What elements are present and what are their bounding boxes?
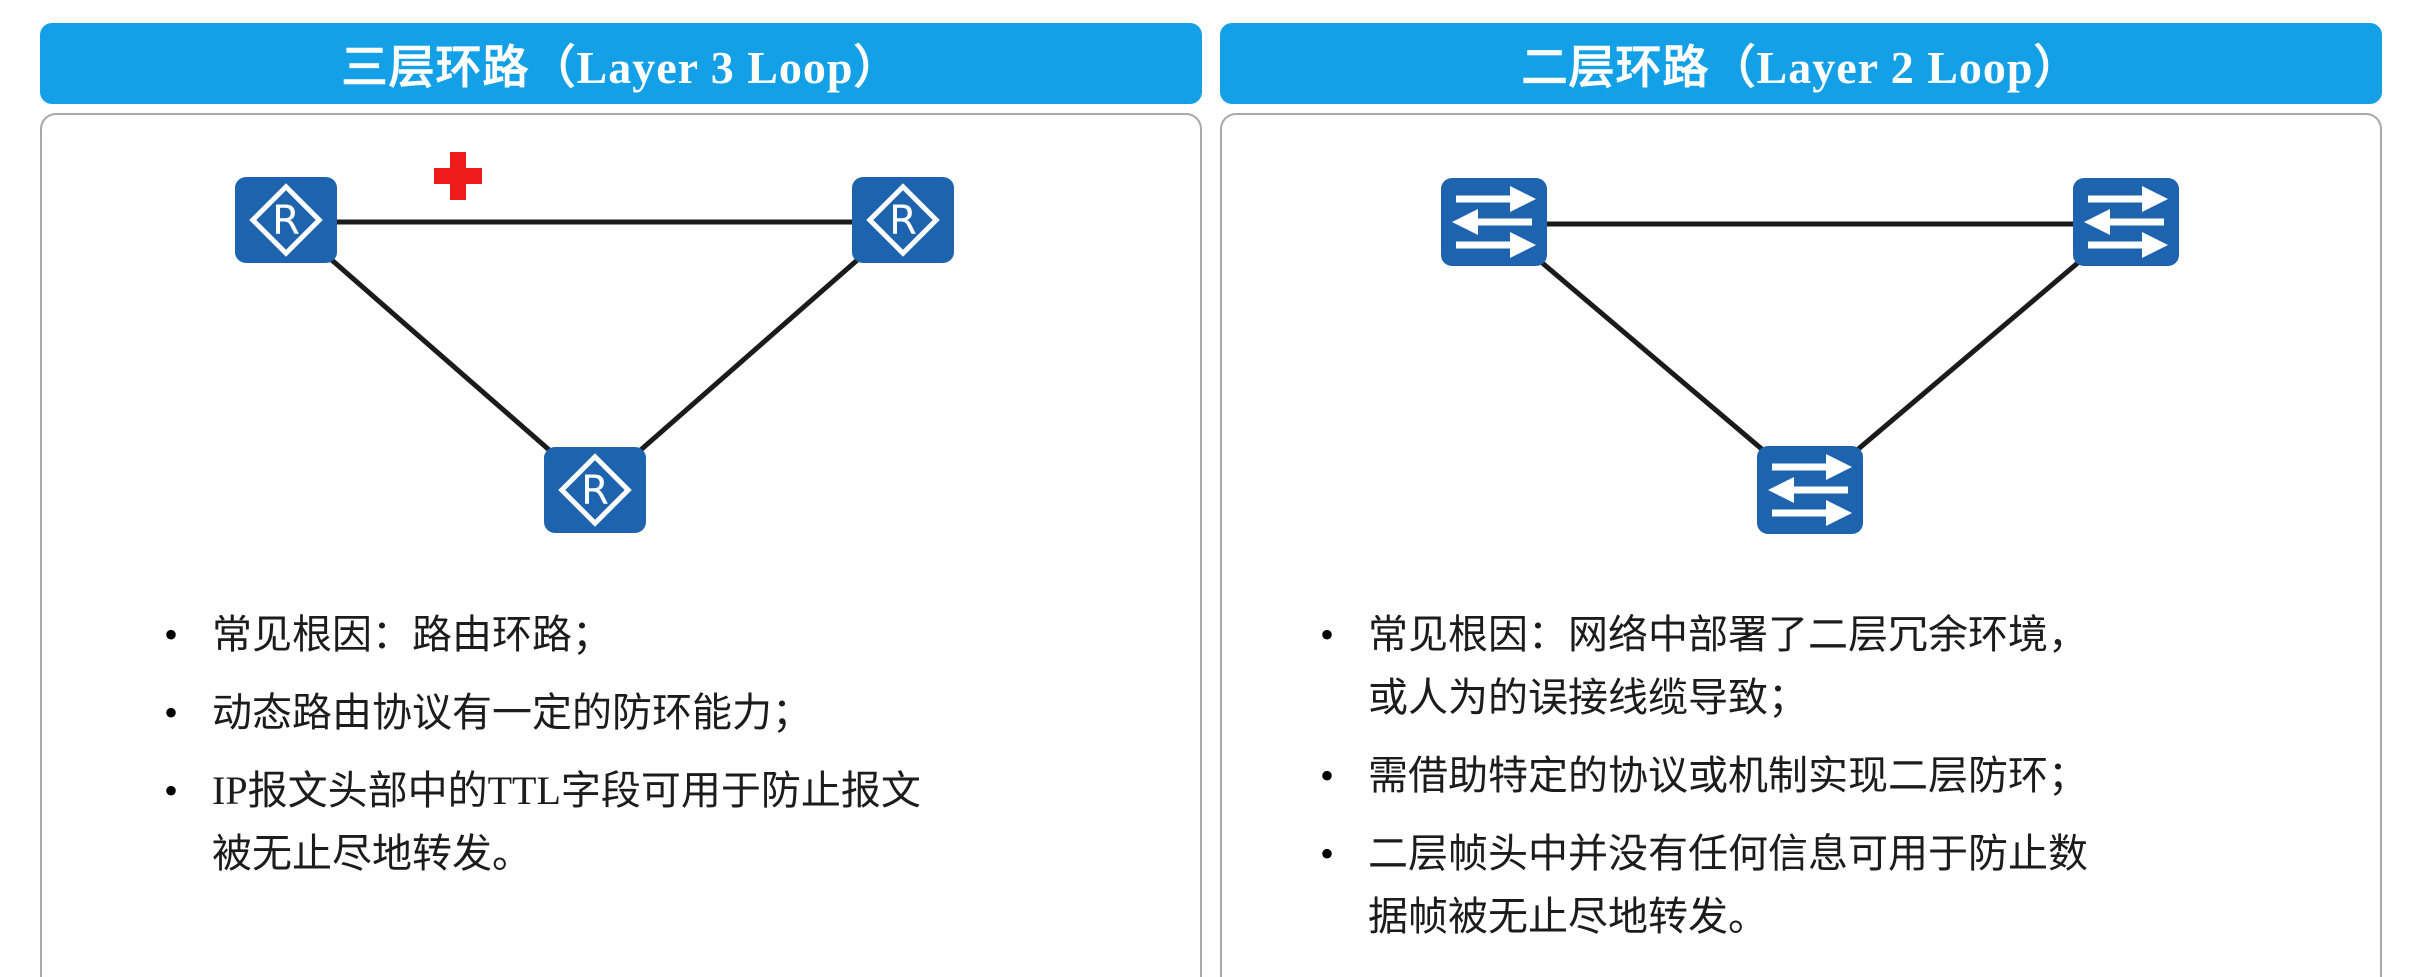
network-link	[284, 218, 597, 492]
bullet-line: 据帧被无止尽地转发。	[1368, 894, 1769, 939]
bullet-item: • 常见根因：路由环路；	[164, 603, 1160, 666]
bullet-dot-icon: •	[1320, 612, 1335, 657]
network-link	[593, 218, 905, 492]
topology-diagram-layer3: R	[42, 152, 1200, 635]
bullet-line: IP报文头部中的TTL字段可用于防止报文	[212, 768, 921, 813]
panel-title-layer2: 二层环路（Layer 2 Loop）	[1521, 41, 2081, 93]
switch-icon	[2073, 178, 2179, 266]
router-icon	[852, 177, 954, 263]
bullet-item: • 需借助特定的协议或机制实现二层防环；	[1320, 744, 2340, 807]
bullet-line: 动态路由协议有一定的防环能力；	[212, 690, 813, 735]
panel-card-layer3: R • 常见根因：路由环路； • 动态路由协议有一定的防环能力；	[40, 113, 1202, 977]
panel-title-layer3: 三层环路（Layer 3 Loop）	[341, 41, 901, 93]
bullet-list-layer3: • 常见根因：路由环路； • 动态路由协议有一定的防环能力； • IP报文头部中…	[42, 603, 1200, 900]
bullet-dot-icon: •	[164, 768, 179, 813]
bullet-line: 被无止尽地转发。	[212, 831, 533, 876]
network-link	[1492, 220, 1812, 492]
panel-header-layer2: 二层环路（Layer 2 Loop）	[1220, 23, 2382, 104]
bullet-dot-icon: •	[164, 690, 179, 735]
bullet-line: 常见根因：路由环路；	[212, 612, 613, 657]
bullet-item: • 动态路由协议有一定的防环能力；	[164, 681, 1160, 744]
bullet-item: • 常见根因：网络中部署了二层冗余环境， 或人为的误接线缆导致；	[1320, 603, 2340, 729]
switch-icon	[1757, 446, 1863, 534]
bullet-dot-icon: •	[1320, 831, 1335, 876]
switch-icon	[1441, 178, 1547, 266]
router-icon	[235, 177, 337, 263]
bullet-item: • IP报文头部中的TTL字段可用于防止报文 被无止尽地转发。	[164, 759, 1160, 885]
bullet-dot-icon: •	[1320, 753, 1335, 798]
panel-card-layer2: • 常见根因：网络中部署了二层冗余环境， 或人为的误接线缆导致； • 需借助特定…	[1220, 113, 2382, 977]
bullet-list-layer2: • 常见根因：网络中部署了二层冗余环境， 或人为的误接线缆导致； • 需借助特定…	[1222, 603, 2380, 963]
router-icon	[544, 447, 646, 533]
bullet-line: 需借助特定的协议或机制实现二层防环；	[1368, 753, 2089, 798]
network-link	[1808, 220, 2128, 492]
panel-header-layer3: 三层环路（Layer 3 Loop）	[40, 23, 1202, 104]
bullet-line: 二层帧头中并没有任何信息可用于防止数	[1368, 831, 2089, 876]
blocked-cross-icon	[434, 152, 482, 200]
bullet-line: 或人为的误接线缆导致；	[1368, 675, 1809, 720]
bullet-line: 常见根因：网络中部署了二层冗余环境，	[1368, 612, 2089, 657]
bullet-dot-icon: •	[164, 612, 179, 657]
topology-diagram-layer2	[1222, 115, 2380, 635]
bullet-item: • 二层帧头中并没有任何信息可用于防止数 据帧被无止尽地转发。	[1320, 822, 2340, 948]
